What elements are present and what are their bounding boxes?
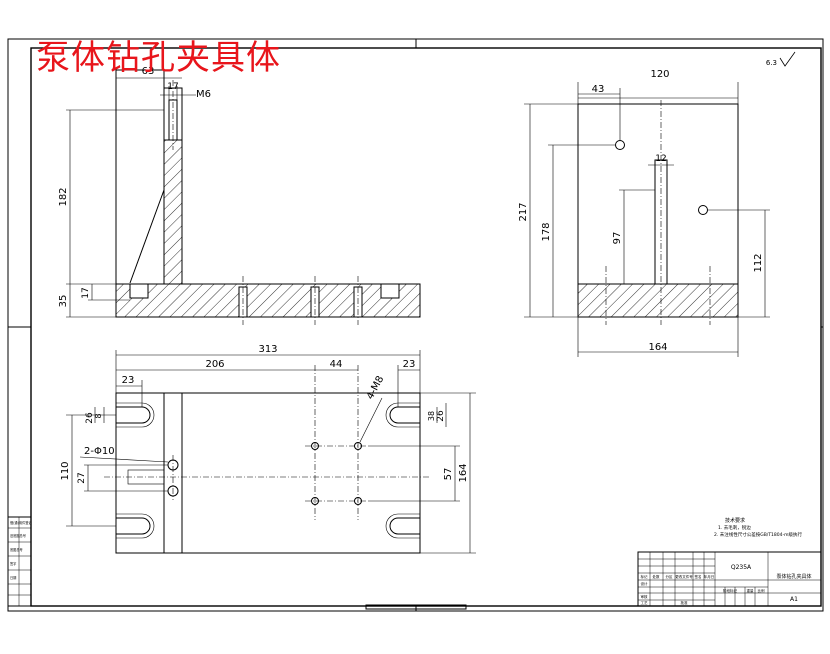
svg-text:分区: 分区 <box>666 574 674 579</box>
svg-text:阶段标记: 阶段标记 <box>723 588 737 593</box>
dim-35: 35 <box>58 295 69 308</box>
svg-text:审核: 审核 <box>641 594 649 599</box>
thread-holes-label: 4-M8 <box>365 374 386 401</box>
dim-313: 313 <box>258 344 277 355</box>
drawing-title: 泵体钻孔夹具体 <box>36 38 281 78</box>
dim-112: 112 <box>753 253 764 272</box>
svg-text:重量: 重量 <box>747 588 755 593</box>
title-block-material: Q235A <box>731 564 752 571</box>
dim-206: 206 <box>205 359 224 370</box>
dim-164-top: 164 <box>458 463 469 482</box>
front-base-section <box>116 284 420 317</box>
m8-holes <box>311 442 362 505</box>
dim-26-right: 26 <box>436 410 446 422</box>
side-hole-lower <box>698 205 708 215</box>
thread-m6-label: M6 <box>196 89 211 100</box>
technical-notes: 技术要求 1. 去毛刺，锐边 2. 未注线性尺寸公差按GB/T1804-m级执行 <box>714 517 803 538</box>
roughness-symbol: 6.3 <box>766 51 796 67</box>
dim-38-right: 38 <box>427 411 436 421</box>
svg-text:年月日: 年月日 <box>704 574 715 579</box>
dim-43: 43 <box>592 84 605 95</box>
svg-text:旧底图总号: 旧底图总号 <box>10 533 26 538</box>
svg-text:借(通)用件登记: 借(通)用件登记 <box>10 520 32 525</box>
svg-text:日期: 日期 <box>10 575 16 580</box>
dim-120: 120 <box>650 69 669 80</box>
svg-text:批准: 批准 <box>681 600 689 605</box>
dim-27: 27 <box>77 472 87 483</box>
svg-text:1. 去毛刺，锐边: 1. 去毛刺，锐边 <box>718 524 751 531</box>
dim-178: 178 <box>541 222 552 241</box>
side-registration-strip: 借(通)用件登记 旧底图总号 底图总号 签字 日期 <box>7 516 32 607</box>
svg-text:2. 未注线性尺寸公差按GB/T1804-m级执行: 2. 未注线性尺寸公差按GB/T1804-m级执行 <box>714 531 803 538</box>
svg-text:工艺: 工艺 <box>641 600 649 605</box>
dim-44: 44 <box>330 359 343 370</box>
front-view: 63 17 M6 182 35 17 <box>58 66 421 325</box>
title-block-sheet: A1 <box>790 596 798 603</box>
dim-164: 164 <box>648 342 667 353</box>
front-base-outline <box>115 283 421 318</box>
pin-holes-label: 2-Φ10 <box>84 446 115 457</box>
svg-text:技术要求: 技术要求 <box>725 517 745 524</box>
svg-text:更改文件号: 更改文件号 <box>675 574 693 579</box>
side-base-section <box>577 283 739 318</box>
dim-217: 217 <box>518 202 529 221</box>
side-hole-upper <box>615 140 625 150</box>
dim-17-rib: 17 <box>167 82 178 92</box>
front-rib-section <box>163 139 183 285</box>
svg-text:6.3: 6.3 <box>766 59 777 67</box>
title-block-part-name: 泵体钻孔夹具体 <box>776 573 811 580</box>
dim-8-left: 8 <box>94 413 103 418</box>
dim-182: 182 <box>58 187 69 206</box>
u-slot-bottom-right <box>389 517 420 535</box>
dim-23-right: 23 <box>403 359 416 370</box>
svg-text:签名: 签名 <box>695 574 702 579</box>
svg-text:签字: 签字 <box>10 561 16 566</box>
svg-text:底图总号: 底图总号 <box>10 547 23 552</box>
top-view: 313 206 44 23 23 4-M8 2-Φ10 110 27 57 16… <box>60 344 476 554</box>
title-block: Q235A 泵体钻孔夹具体 A1 标记 处数 分区 更改文件号 签名 年月日 设… <box>637 551 822 607</box>
dim-23-left: 23 <box>122 375 135 386</box>
u-slot-top-left <box>116 406 151 424</box>
svg-text:标记: 标记 <box>641 574 649 579</box>
side-view: 120 43 12 217 178 97 112 164 <box>518 69 770 357</box>
svg-text:设计: 设计 <box>641 581 649 586</box>
u-slot-top-right <box>389 406 420 424</box>
dim-63: 63 <box>142 66 155 77</box>
dim-12: 12 <box>655 154 666 164</box>
dim-17-base: 17 <box>81 287 91 298</box>
u-slot-bottom-left <box>116 517 151 535</box>
dim-57: 57 <box>443 468 454 481</box>
dim-110: 110 <box>60 461 71 480</box>
dim-26-left: 26 <box>85 412 95 424</box>
outer-border <box>7 38 824 612</box>
svg-text:比例: 比例 <box>758 588 766 593</box>
dim-97: 97 <box>612 232 623 245</box>
svg-text:处数: 处数 <box>653 574 661 579</box>
